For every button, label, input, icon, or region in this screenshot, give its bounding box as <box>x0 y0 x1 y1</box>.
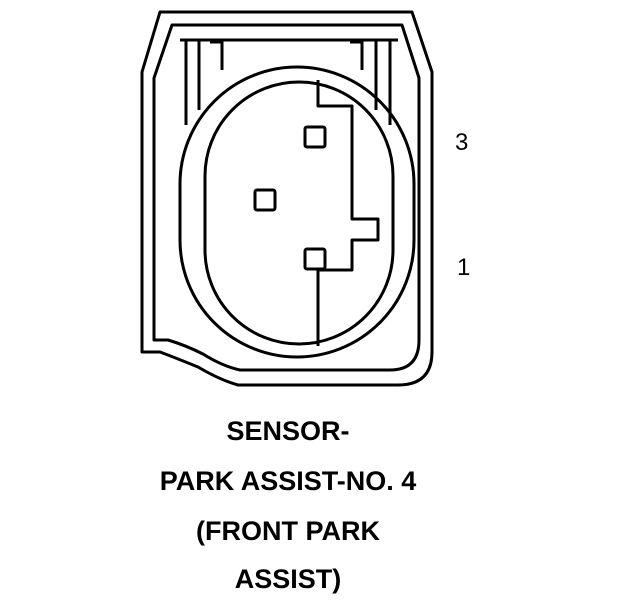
caption-line-3: (FRONT PARK <box>196 516 380 546</box>
connector-housing-outer <box>140 10 434 387</box>
caption-line-1: SENSOR- <box>226 416 350 446</box>
pin-label-1: 1 <box>457 254 471 281</box>
caption-line-4: ASSIST) <box>234 564 342 594</box>
connector-diagram <box>140 10 434 387</box>
connector-latch-left-rail <box>210 40 224 70</box>
connector-latch-left-post <box>184 40 201 125</box>
pin-3-terminal <box>303 125 327 149</box>
connector-mating-face-inner <box>203 80 395 346</box>
pin-1-terminal <box>303 247 327 271</box>
connector-housing-inner <box>152 23 421 372</box>
connector-keyed-cavity <box>316 80 380 346</box>
connector-latch-right-rail <box>350 40 364 70</box>
caption-line-2: PARK ASSIST-NO. 4 <box>159 466 417 496</box>
pin-2-terminal <box>253 188 277 212</box>
pin-label-3: 3 <box>455 129 469 156</box>
connector-mating-face-outer <box>178 65 416 359</box>
